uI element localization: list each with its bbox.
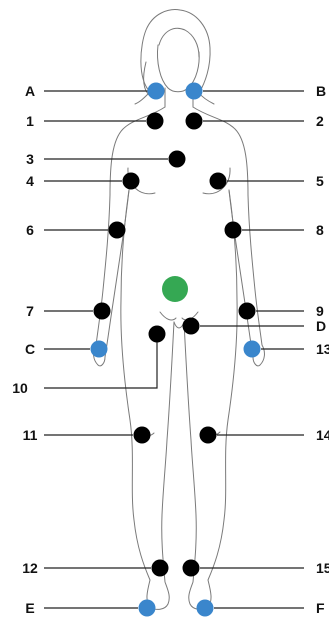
point-label-15: 15 — [316, 560, 329, 576]
point-marker-2[interactable] — [186, 113, 203, 130]
hair-inner — [159, 28, 199, 57]
point-marker-13[interactable] — [244, 341, 261, 358]
point-label-11: 11 — [23, 427, 38, 443]
point-label-f: F — [316, 600, 325, 616]
point-marker-14[interactable] — [200, 427, 217, 444]
point-marker-b[interactable] — [186, 83, 203, 100]
center-marker-green — [162, 276, 188, 302]
crotch-contour — [174, 322, 184, 328]
point-label-e: E — [25, 600, 34, 616]
right-leg-contour — [184, 190, 237, 609]
point-marker-5[interactable] — [210, 173, 227, 190]
point-marker-9[interactable] — [239, 303, 256, 320]
point-label-3: 3 — [26, 151, 34, 167]
point-label-9: 9 — [316, 303, 324, 319]
point-label-10: 10 — [12, 380, 28, 396]
point-marker-4[interactable] — [123, 173, 140, 190]
point-label-b: B — [316, 83, 326, 99]
point-label-2: 2 — [316, 113, 324, 129]
point-marker-6[interactable] — [109, 222, 126, 239]
hair-left-strands — [135, 62, 150, 104]
point-marker-c[interactable] — [91, 341, 108, 358]
point-marker-12[interactable] — [152, 560, 169, 577]
point-label-a: A — [25, 83, 35, 99]
point-marker-8[interactable] — [225, 222, 242, 239]
point-marker-a[interactable] — [148, 83, 165, 100]
left-leg-contour — [121, 190, 174, 609]
point-label-7: 7 — [26, 303, 34, 319]
point-label-d: D — [316, 318, 326, 334]
point-label-1: 1 — [26, 113, 34, 129]
point-marker-f[interactable] — [197, 600, 214, 617]
point-label-13: 13 — [316, 341, 329, 357]
point-label-c: C — [25, 341, 35, 357]
point-label-6: 6 — [26, 222, 34, 238]
point-label-5: 5 — [316, 173, 324, 189]
point-label-8: 8 — [316, 222, 324, 238]
point-label-14: 14 — [316, 427, 329, 443]
point-marker-e[interactable] — [139, 600, 156, 617]
point-marker-3[interactable] — [169, 151, 186, 168]
point-label-4: 4 — [26, 173, 34, 189]
point-marker-15[interactable] — [183, 560, 200, 577]
point-marker-d[interactable] — [183, 318, 200, 335]
point-marker-11[interactable] — [134, 427, 151, 444]
point-marker-1[interactable] — [147, 113, 164, 130]
point-marker-10[interactable] — [149, 326, 166, 343]
point-marker-7[interactable] — [94, 303, 111, 320]
point-label-12: 12 — [22, 560, 38, 576]
